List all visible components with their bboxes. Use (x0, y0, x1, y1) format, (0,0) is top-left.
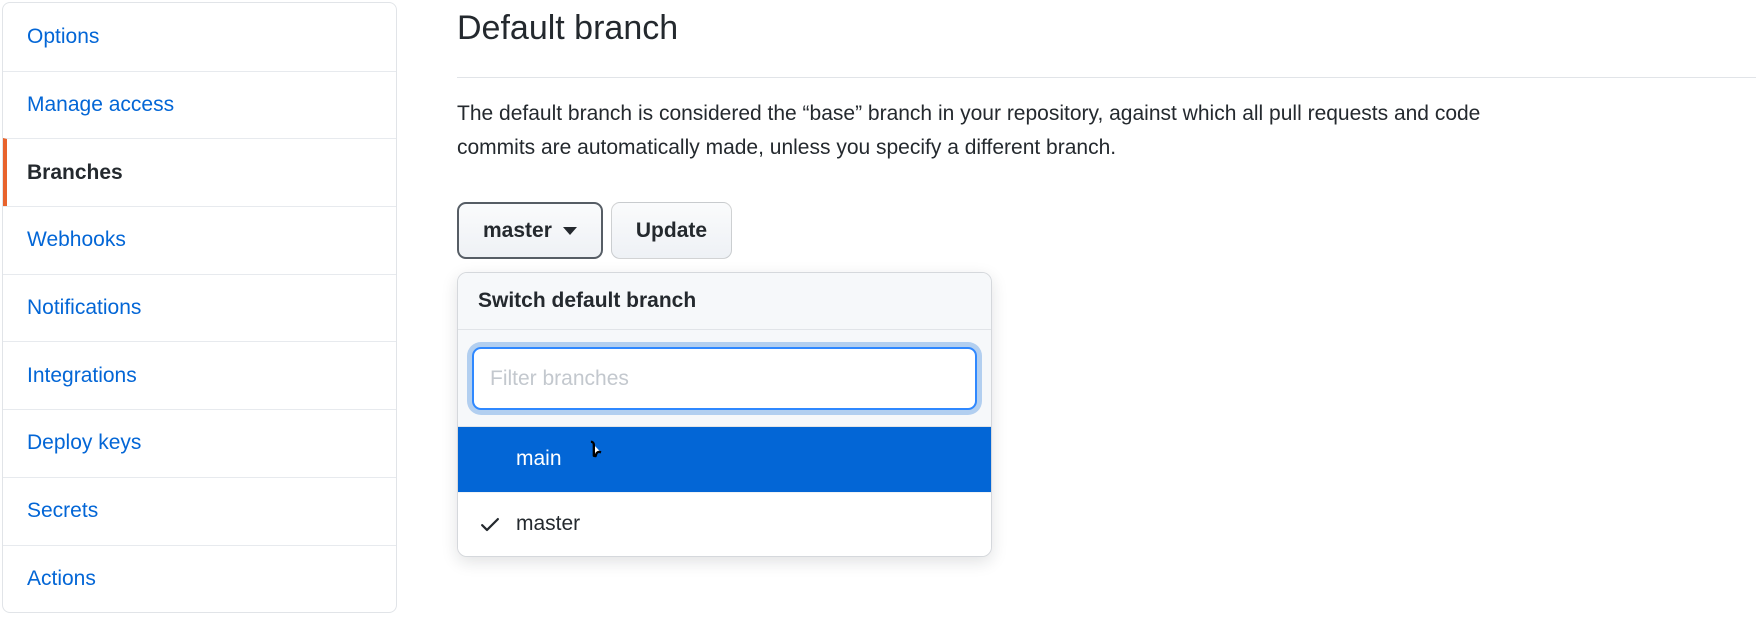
cursor-pointer-icon (590, 440, 602, 458)
branch-actions-row: master Update (457, 202, 1756, 259)
sidebar-item-deploy-keys[interactable]: Deploy keys (3, 409, 396, 477)
default-branch-description: The default branch is considered the “ba… (457, 97, 1756, 165)
update-button[interactable]: Update (610, 202, 733, 259)
chevron-down-icon (562, 226, 577, 235)
sidebar-item-webhooks[interactable]: Webhooks (3, 206, 396, 274)
sidebar-item-secrets[interactable]: Secrets (3, 476, 396, 545)
sidebar-item-manage-access[interactable]: Manage access (3, 70, 396, 139)
default-branch-section: Default branch The default branch is con… (457, 0, 1756, 259)
description-line-2: commits are automatically made, unless y… (457, 136, 1117, 159)
settings-sidebar: Options Manage access Branches Webhooks … (2, 2, 397, 614)
filter-branches-input[interactable] (472, 347, 977, 410)
branch-select-label: master (483, 218, 552, 242)
menu-filter-section (458, 330, 991, 427)
sidebar-item-options[interactable]: Options (27, 24, 100, 48)
switch-default-branch-menu: Switch default branch main master (457, 272, 992, 557)
check-icon (478, 512, 502, 536)
sidebar-item-notifications[interactable]: Notifications (3, 273, 396, 342)
menu-header: Switch default branch (458, 273, 991, 330)
sidebar-item-actions[interactable]: Actions (3, 544, 396, 613)
section-subhead: Default branch (457, 0, 1756, 78)
menu-header-title: Switch default branch (478, 289, 697, 312)
description-line-1: The default branch is considered the “ba… (457, 102, 1481, 125)
branch-option-label: master (516, 512, 581, 536)
branch-select-button[interactable]: master (457, 202, 603, 259)
branch-option-master[interactable]: master (458, 491, 991, 556)
sidebar-item-integrations[interactable]: Integrations (3, 341, 396, 409)
update-button-label: Update (635, 218, 708, 242)
branch-option-main[interactable]: main (458, 427, 991, 492)
branch-option-label: main (516, 447, 562, 471)
page-title: Default branch (457, 9, 679, 47)
sidebar-item-branches[interactable]: Branches (3, 138, 396, 207)
